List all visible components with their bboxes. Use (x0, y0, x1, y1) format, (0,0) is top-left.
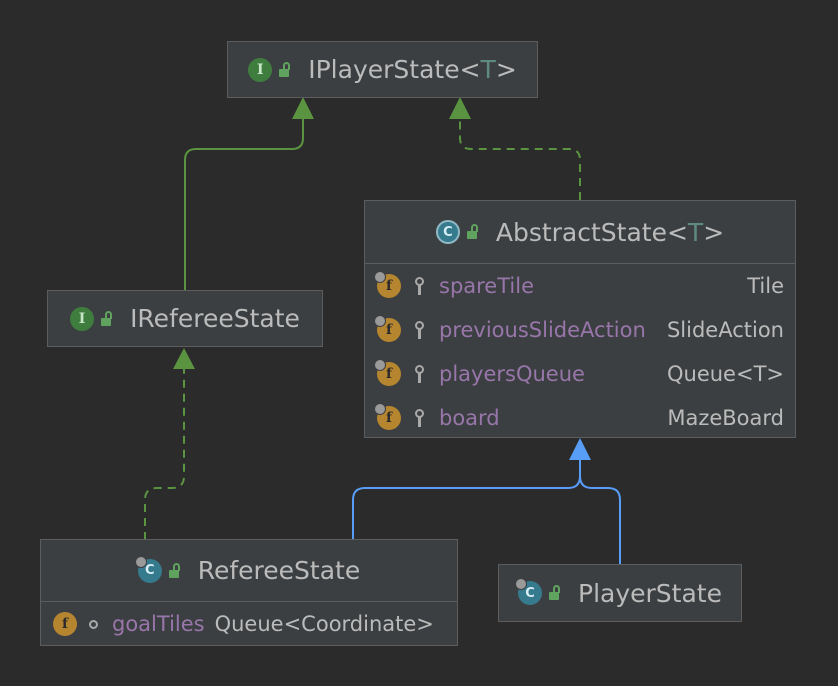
key-icon (413, 321, 427, 339)
field-type: Queue<Coordinate> (214, 612, 434, 636)
class-icon: C (134, 555, 162, 583)
interface-icon: I (70, 306, 95, 331)
abstractstate-fields: f spareTile Tile f previousSlideAction S… (365, 263, 795, 440)
field-type: SlideAction (666, 318, 784, 342)
refereestate-node[interactable]: C RefereeState f goalTiles Queue<Coordin… (40, 539, 458, 646)
edge-irefereestate-iplayerstate (184, 117, 304, 290)
refereestate-fields: f goalTiles Queue<Coordinate> (41, 601, 457, 646)
playerstate-header: C PlayerState (499, 565, 741, 621)
arrowhead-iplayerstate-left (292, 97, 314, 119)
public-lock-icon (100, 310, 114, 327)
field-icon: f (53, 612, 77, 636)
abstractstate-generic-open: < (666, 217, 688, 247)
playerstate-node[interactable]: C PlayerState (498, 564, 742, 622)
key-icon (413, 277, 427, 295)
irefereestate-header: I IRefereeState (48, 291, 322, 346)
public-lock-icon (168, 562, 182, 579)
irefereestate-node[interactable]: I IRefereeState (47, 290, 323, 347)
field-row[interactable]: f board MazeBoard (365, 396, 795, 440)
abstractstate-type-param: T (687, 217, 704, 247)
class-icon: C (515, 578, 542, 605)
iplayerstate-type-param: T (480, 55, 496, 84)
iplayerstate-generic-close: > (495, 55, 517, 84)
public-lock-icon (466, 224, 480, 240)
field-row[interactable]: f previousSlideAction SlideAction (365, 308, 795, 352)
refereestate-header: C RefereeState (41, 540, 457, 601)
field-type: Tile (747, 274, 784, 298)
irefereestate-name: IRefereeState (130, 304, 300, 333)
field-name: playersQueue (439, 362, 585, 386)
field-type: Queue<T> (666, 362, 784, 386)
field-name: goalTiles (112, 612, 205, 636)
field-row[interactable]: f spareTile Tile (365, 264, 795, 308)
interface-icon: I (248, 57, 273, 82)
field-icon: f (374, 271, 401, 298)
field-icon: f (374, 403, 401, 430)
arrowhead-irefereestate (173, 348, 195, 369)
iplayerstate-header: I IPlayerState<T> (228, 42, 537, 97)
arrowhead-abstractstate (569, 438, 591, 460)
field-name: previousSlideAction (439, 318, 646, 342)
abstractstate-generic-close: > (703, 217, 725, 247)
abstractstate-header: C AbstractState<T> (365, 201, 795, 263)
iplayerstate-node[interactable]: I IPlayerState<T> (227, 41, 538, 98)
field-type: MazeBoard (667, 406, 784, 430)
abstractstate-name: AbstractState (495, 217, 667, 247)
abstract-class-icon: C (435, 220, 460, 244)
arrowhead-iplayerstate-right (449, 97, 471, 119)
field-name: spareTile (439, 274, 535, 298)
key-icon (413, 365, 427, 383)
field-row[interactable]: f goalTiles Queue<Coordinate> (41, 602, 457, 646)
public-lock-icon (548, 585, 562, 601)
public-lock-icon (278, 61, 292, 78)
field-icon: f (374, 315, 401, 342)
package-private-icon (89, 619, 98, 629)
field-icon: f (374, 359, 401, 386)
edge-refereestate-abstractstate (352, 458, 581, 540)
edge-playerstate-abstractstate (579, 458, 621, 564)
abstractstate-node[interactable]: C AbstractState<T> f spareTile Tile f pr… (364, 200, 796, 438)
field-name: board (439, 406, 500, 430)
key-icon (413, 409, 427, 427)
edge-refereestate-irefereestate (144, 367, 185, 540)
edge-abstractstate-iplayerstate (459, 117, 581, 200)
refereestate-name: RefereeState (197, 556, 361, 585)
playerstate-name: PlayerState (578, 578, 722, 608)
iplayerstate-name: IPlayerState (308, 55, 460, 84)
field-row[interactable]: f playersQueue Queue<T> (365, 352, 795, 396)
iplayerstate-generic-open: < (459, 55, 481, 84)
